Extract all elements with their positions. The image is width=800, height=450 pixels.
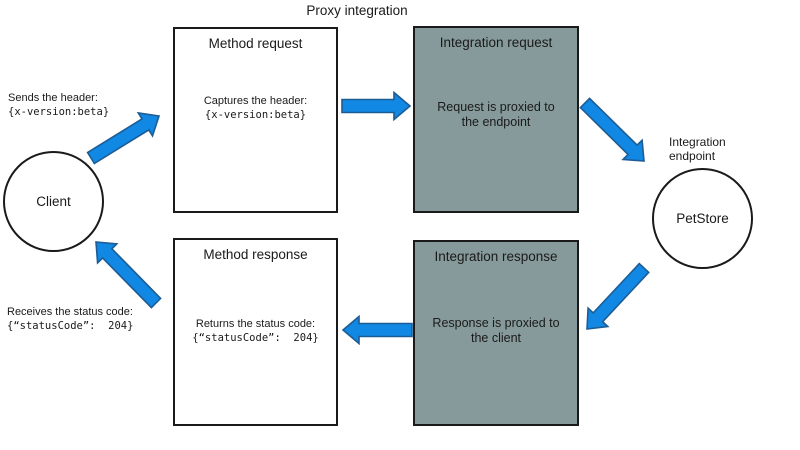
integration-endpoint-label-line2: endpoint	[669, 149, 716, 163]
method-response-title: Method response	[203, 247, 308, 262]
integration-response-body-line1: Response is proxied to	[432, 316, 560, 330]
integration-endpoint-node: PetStore	[652, 168, 753, 269]
client-receive-annotation: Receives the status code: {“statusCode”:…	[7, 306, 133, 333]
arrow-endpoint-to-integration-response	[586, 262, 650, 330]
method-response-box: Method response Returns the status code:…	[173, 238, 338, 426]
petstore-label: PetStore	[676, 211, 729, 226]
client-node: Client	[3, 151, 104, 252]
integration-request-body-line2: the endpoint	[461, 115, 531, 129]
integration-request-title: Integration request	[439, 35, 553, 50]
integration-request-box: Integration request Request is proxied t…	[413, 26, 579, 213]
integration-response-title: Integration response	[434, 249, 558, 264]
receive-status-code: {“statusCode”: 204}	[7, 320, 134, 332]
integration-endpoint-label-line1: Integration	[669, 135, 726, 149]
integration-endpoint-label: Integration endpoint	[669, 135, 726, 163]
method-request-code: {x-version:beta}	[204, 109, 307, 121]
method-request-title: Method request	[208, 36, 303, 51]
send-header-code: {x-version:beta}	[8, 106, 110, 118]
arrow-method-response-to-client	[95, 241, 162, 309]
arrow-method-request-to-integration-request	[341, 90, 412, 122]
receive-status-text: Receives the status code:	[7, 306, 133, 318]
client-label: Client	[36, 194, 71, 209]
integration-response-body-line2: the client	[470, 331, 522, 345]
client-send-annotation: Sends the header: {x-version:beta}	[8, 92, 109, 119]
method-response-body: Returns the status code:	[195, 318, 316, 330]
method-response-code: {“statusCode”: 204}	[192, 332, 319, 344]
integration-response-box: Integration response Response is proxied…	[413, 240, 579, 426]
method-request-box: Method request Captures the header: {x-v…	[173, 27, 338, 213]
arrow-integration-response-to-method-response	[341, 314, 413, 346]
arrow-client-to-method-request	[86, 111, 161, 165]
arrow-integration-request-to-endpoint	[579, 97, 645, 162]
page-title: Proxy integration	[306, 3, 408, 18]
send-header-text: Sends the header:	[8, 92, 98, 104]
method-request-body: Captures the header:	[203, 95, 308, 107]
integration-request-body-line1: Request is proxied to	[437, 100, 555, 114]
